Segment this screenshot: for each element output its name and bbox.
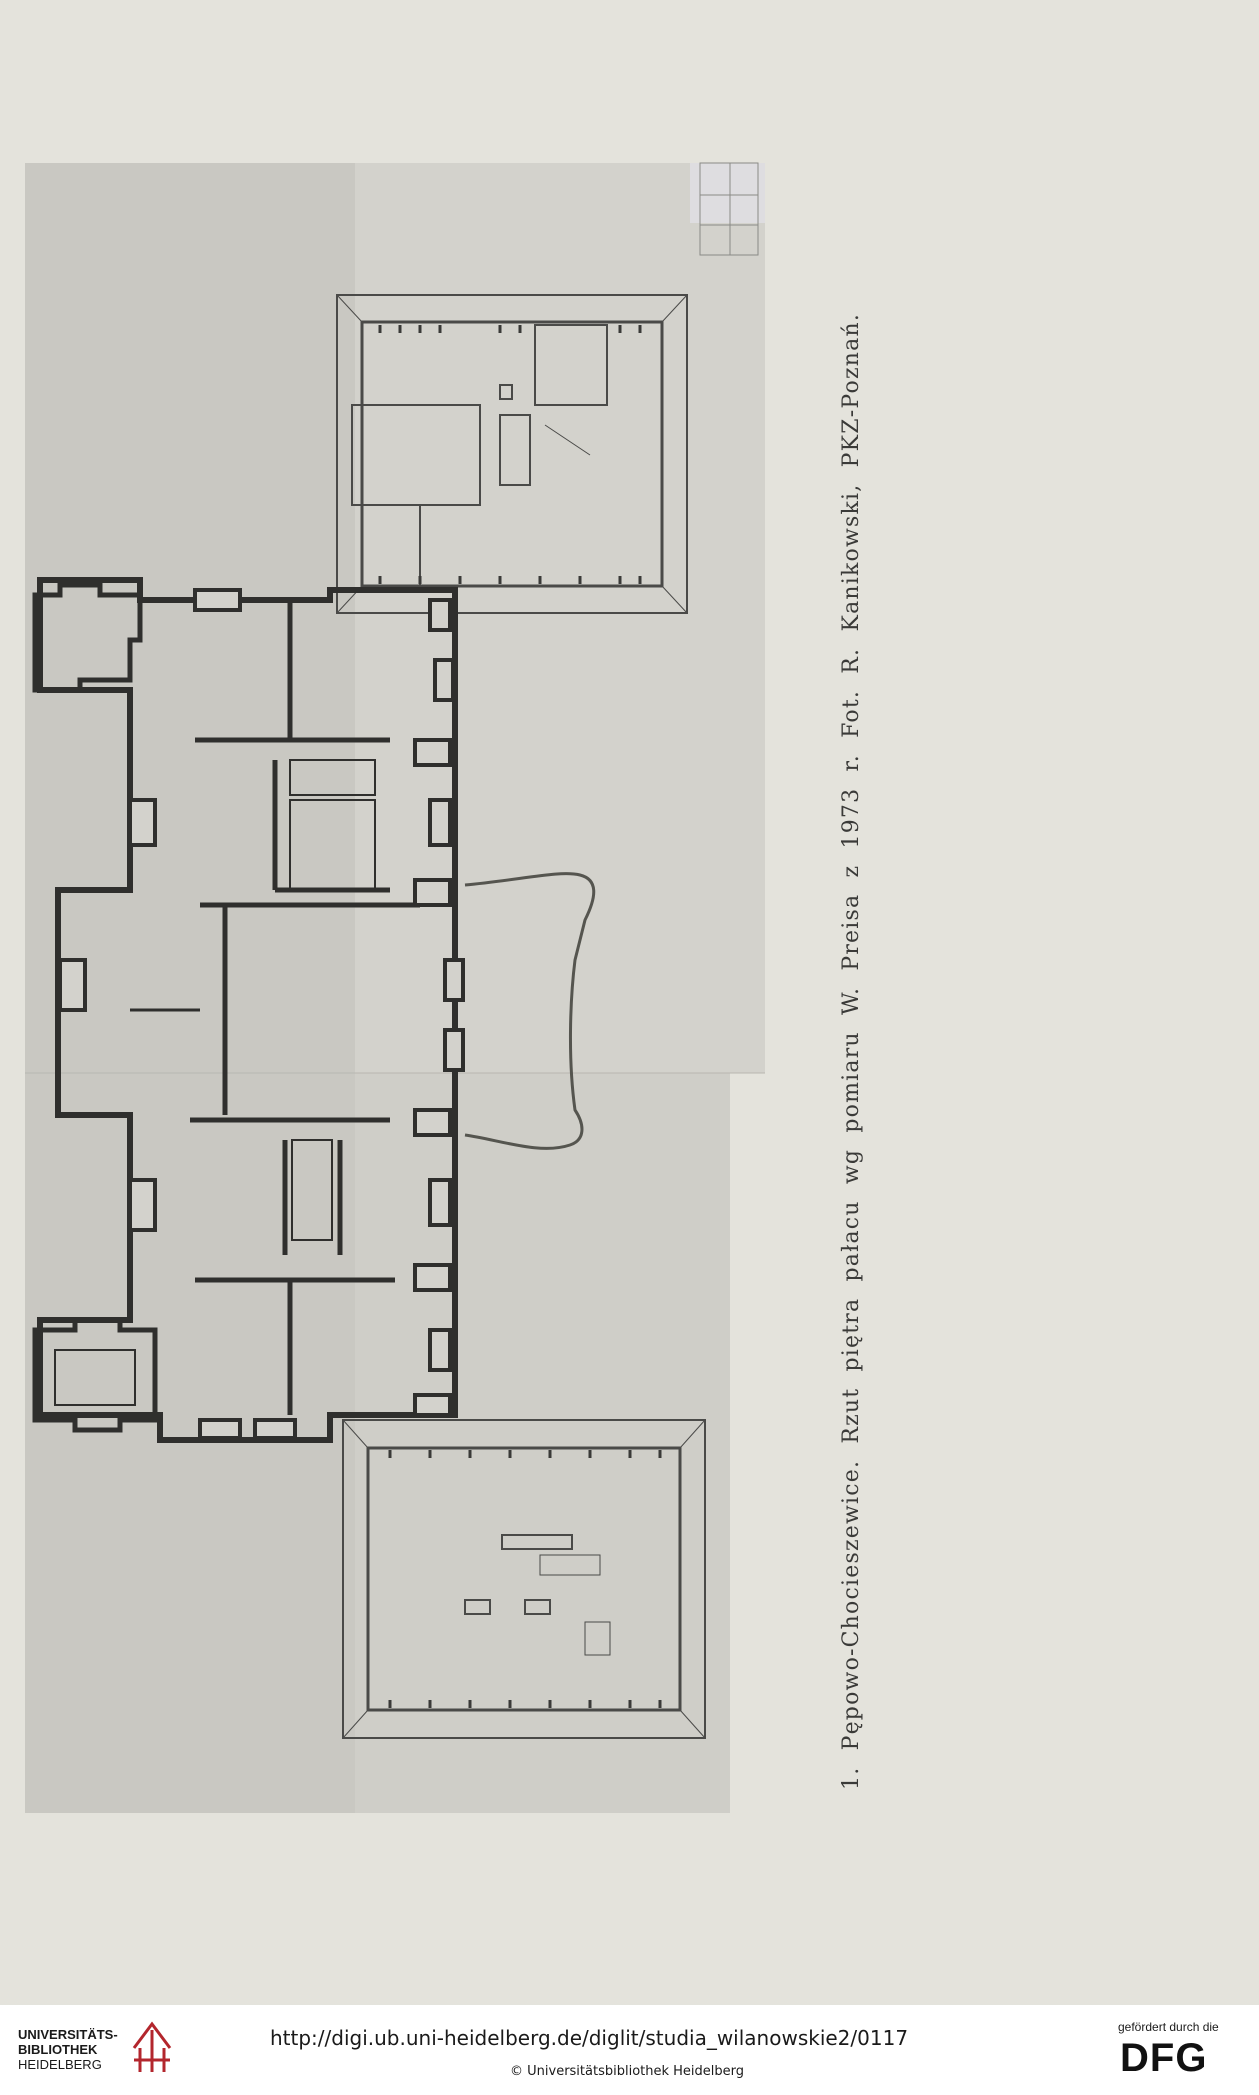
- figure-caption: 1. Pępowo-Chocieszewice. Rzut piętra pał…: [839, 312, 864, 1790]
- ub-heidelberg-mark-icon: [132, 2021, 172, 2072]
- source-url-link[interactable]: http://digi.ub.uni-heidelberg.de/diglit/…: [270, 2026, 909, 2050]
- library-name-line1: UNIVERSITÄTS-: [18, 2027, 118, 2042]
- library-logo-text: UNIVERSITÄTS- BIBLIOTHEK HEIDELBERG: [18, 2027, 118, 2072]
- funding-note: gefördert durch die: [1118, 2020, 1219, 2034]
- library-name-line3: HEIDELBERG: [18, 2057, 102, 2072]
- library-name-line2: BIBLIOTHEK: [18, 2042, 98, 2057]
- footer-bar: [0, 2005, 1259, 2095]
- copyright-notice: © Universitätsbibliothek Heidelberg: [510, 2064, 745, 2079]
- dfg-logo: DFG: [1120, 2036, 1208, 2080]
